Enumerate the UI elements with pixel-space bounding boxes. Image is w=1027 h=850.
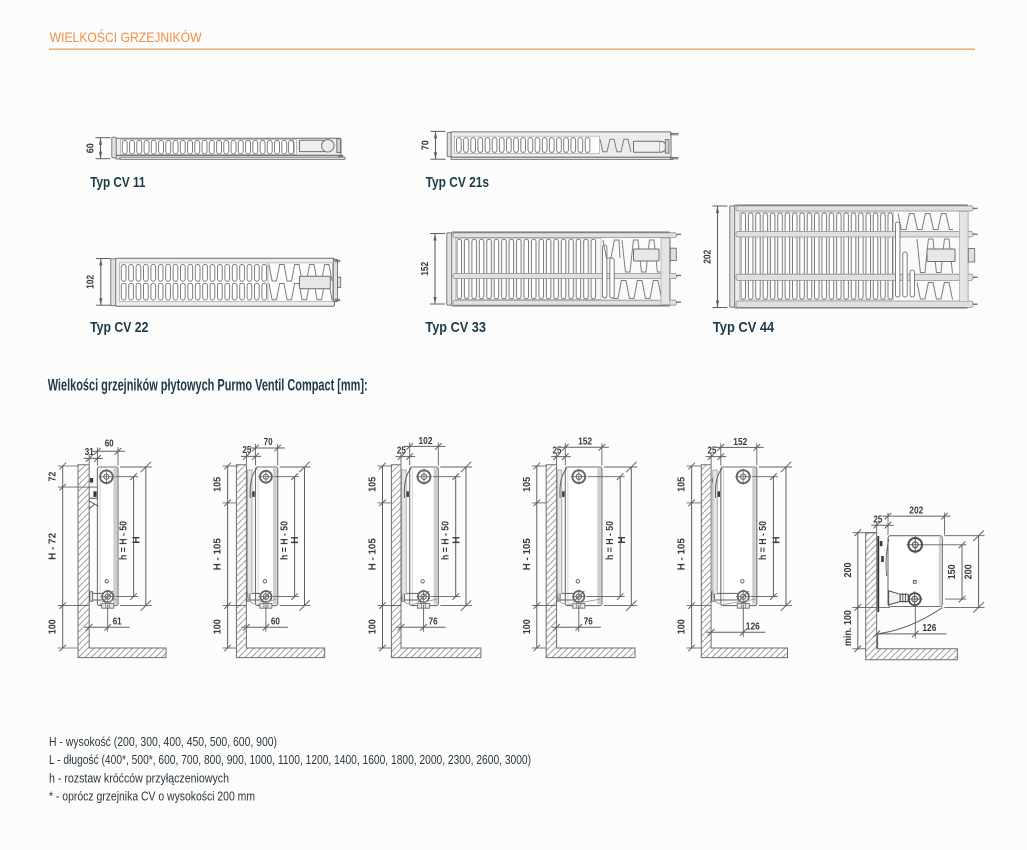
- svg-text:H: H: [290, 536, 301, 543]
- svg-text:102: 102: [86, 275, 97, 289]
- svg-text:25: 25: [873, 515, 882, 526]
- svg-text:* - oprócz grzejnika CV o wyso: * - oprócz grzejnika CV o wysokości 200 …: [49, 789, 255, 804]
- svg-text:31: 31: [85, 447, 94, 458]
- svg-text:100: 100: [522, 619, 533, 634]
- svg-text:202: 202: [702, 250, 713, 264]
- svg-text:100: 100: [677, 619, 688, 634]
- svg-text:h = H - 50: h = H - 50: [118, 521, 129, 560]
- svg-text:Typ CV 22: Typ CV 22: [90, 319, 148, 336]
- svg-text:Wielkości grzejników płytowych: Wielkości grzejników płytowych Purmo Ven…: [48, 376, 368, 394]
- svg-text:h = H - 50: h = H - 50: [279, 521, 290, 560]
- svg-text:h - rozstaw króćców przyłączen: h - rozstaw króćców przyłączeniowych: [49, 770, 229, 785]
- svg-text:152: 152: [578, 437, 592, 448]
- svg-text:H: H: [131, 536, 142, 543]
- svg-text:105: 105: [522, 477, 533, 492]
- svg-text:H: H: [617, 536, 628, 543]
- svg-text:152: 152: [420, 262, 431, 276]
- svg-text:WIELKOŚCI GRZEJNIKÓW: WIELKOŚCI GRZEJNIKÓW: [50, 30, 202, 45]
- svg-text:H: H: [772, 536, 783, 543]
- svg-text:H - 105: H - 105: [677, 538, 688, 570]
- svg-text:L - długość (400*, 500*, 600,: L - długość (400*, 500*, 600, 700, 800, …: [49, 752, 531, 767]
- svg-text:105: 105: [677, 477, 688, 492]
- svg-text:H - 105: H - 105: [368, 538, 379, 570]
- svg-text:h = H - 50: h = H - 50: [605, 521, 616, 560]
- svg-text:60: 60: [271, 617, 280, 628]
- svg-text:Typ CV 44: Typ CV 44: [713, 319, 775, 336]
- svg-text:70: 70: [264, 437, 273, 448]
- svg-text:72: 72: [48, 471, 59, 481]
- svg-text:25: 25: [397, 445, 406, 456]
- svg-text:100: 100: [368, 619, 379, 634]
- svg-text:70: 70: [420, 140, 431, 150]
- svg-text:25: 25: [553, 445, 562, 456]
- svg-text:202: 202: [909, 506, 923, 517]
- svg-text:H: H: [452, 536, 463, 543]
- svg-text:min. 100: min. 100: [843, 610, 854, 646]
- svg-text:126: 126: [746, 622, 760, 633]
- svg-text:76: 76: [584, 617, 593, 628]
- svg-text:76: 76: [429, 617, 438, 628]
- svg-text:Typ CV 33: Typ CV 33: [425, 319, 486, 336]
- svg-text:60: 60: [85, 143, 96, 153]
- svg-text:Typ CV 21s: Typ CV 21s: [426, 174, 489, 191]
- svg-text:H - 105: H - 105: [213, 538, 224, 570]
- svg-text:102: 102: [419, 436, 433, 447]
- svg-text:105: 105: [368, 477, 379, 492]
- svg-text:H - 105: H - 105: [522, 538, 533, 570]
- svg-text:h = H - 50: h = H - 50: [758, 521, 769, 560]
- svg-text:105: 105: [213, 477, 224, 492]
- svg-text:200: 200: [843, 562, 854, 577]
- svg-text:61: 61: [113, 617, 122, 628]
- svg-text:200: 200: [964, 564, 975, 579]
- svg-text:25: 25: [242, 445, 251, 456]
- svg-text:h = H - 50: h = H - 50: [441, 521, 452, 560]
- svg-text:25: 25: [708, 445, 717, 456]
- svg-text:H - 72: H - 72: [48, 533, 59, 560]
- svg-text:150: 150: [947, 564, 958, 579]
- svg-text:100: 100: [48, 619, 59, 634]
- svg-text:60: 60: [105, 439, 114, 450]
- svg-text:H - wysokość (200, 300, 400, 4: H - wysokość (200, 300, 400, 450, 500, 6…: [49, 734, 277, 749]
- svg-text:126: 126: [922, 623, 936, 634]
- svg-text:Typ CV 11: Typ CV 11: [90, 174, 145, 191]
- svg-text:100: 100: [213, 619, 224, 634]
- svg-text:152: 152: [733, 437, 747, 448]
